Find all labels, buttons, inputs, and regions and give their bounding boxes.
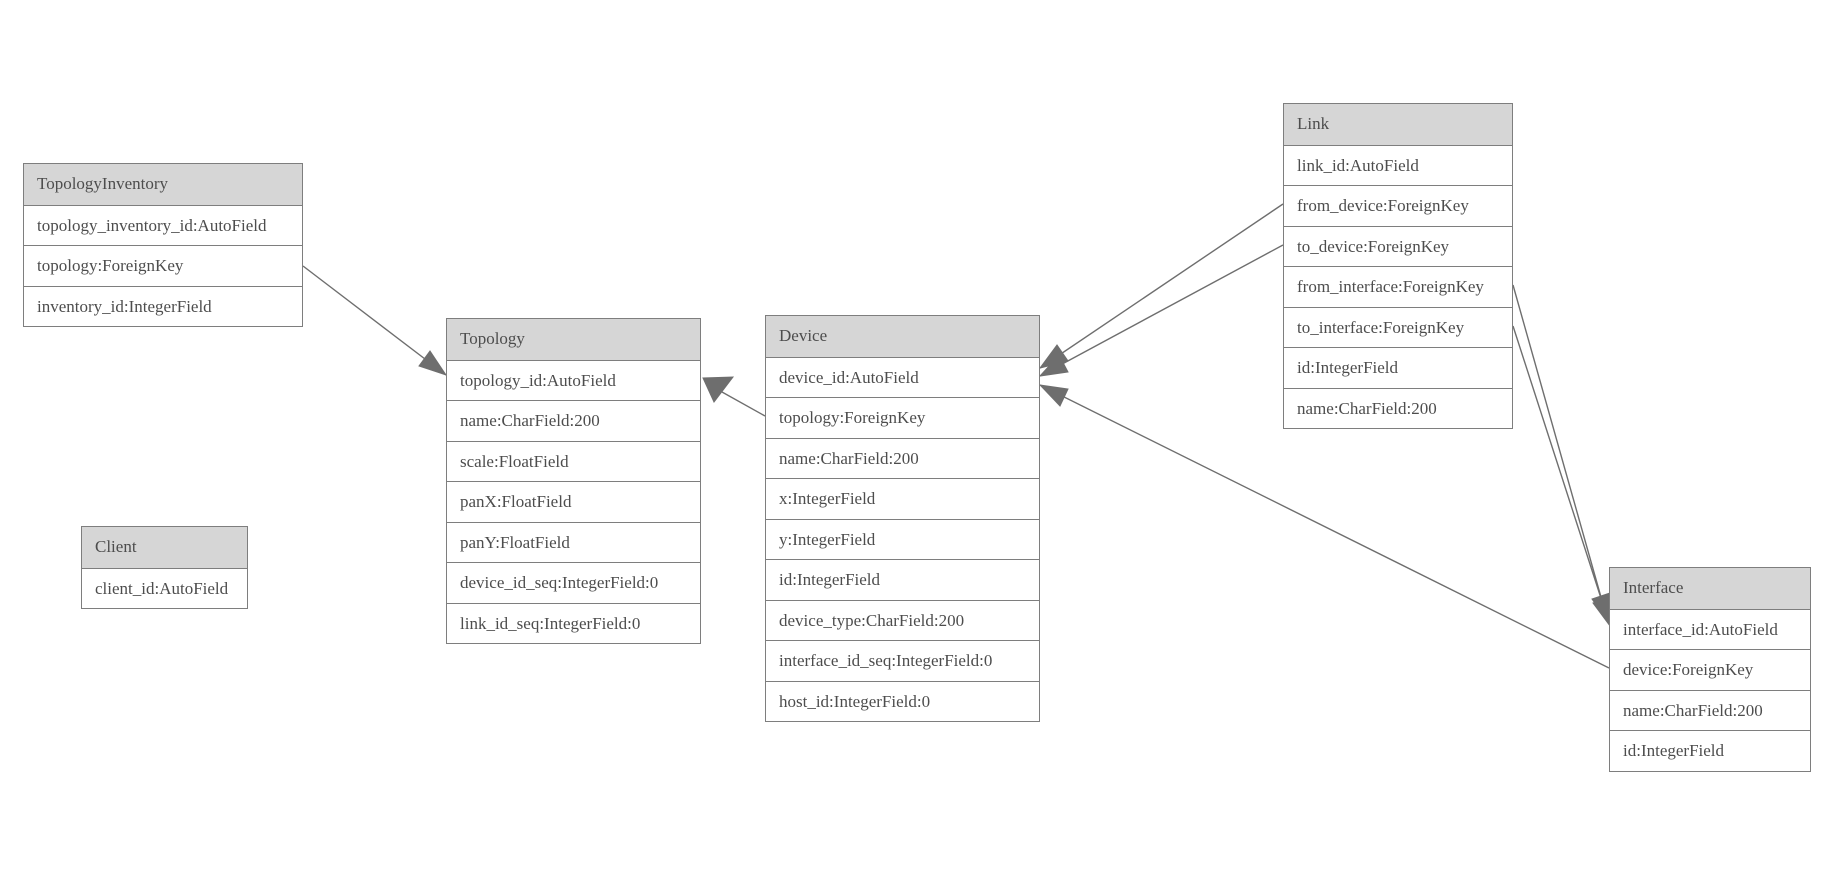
edge-arrowhead-device-topology (702, 376, 735, 403)
table-topology: Topology topology_id:AutoField name:Char… (446, 318, 701, 644)
table-header-topologyinventory: TopologyInventory (24, 164, 302, 205)
table-row: from_interface:ForeignKey (1284, 266, 1512, 307)
table-row: topology:ForeignKey (24, 245, 302, 286)
table-row: topology:ForeignKey (766, 397, 1039, 438)
table-row: scale:FloatField (447, 440, 700, 481)
table-row: interface_id:AutoField (1610, 608, 1810, 649)
table-link: Link link_id:AutoField from_device:Forei… (1283, 103, 1513, 429)
edge-link-todevice-device (1039, 244, 1284, 377)
edge-device-topology (721, 391, 766, 417)
table-interface: Interface interface_id:AutoField device:… (1609, 567, 1811, 772)
table-row: name:CharField:200 (766, 437, 1039, 478)
table-row: host_id:IntegerField:0 (766, 680, 1039, 721)
edge-topologyinventory-topology (302, 265, 447, 376)
table-row: id:IntegerField (766, 559, 1039, 600)
table-row: topology_inventory_id:AutoField (24, 204, 302, 245)
edge-link-frominterface-interface (1512, 284, 1609, 623)
table-row: id:IntegerField (1610, 730, 1810, 771)
table-row: name:CharField:200 (1284, 387, 1512, 428)
edge-arrowhead-topologyinventory-topology (418, 350, 448, 376)
table-row: topology_id:AutoField (447, 359, 700, 400)
table-row: device_type:CharField:200 (766, 599, 1039, 640)
table-row: to_interface:ForeignKey (1284, 306, 1512, 347)
table-header-interface: Interface (1610, 568, 1810, 609)
edge-arrowhead-link-todevice-device (1038, 354, 1069, 377)
table-row: id:IntegerField (1284, 347, 1512, 388)
edge-link-fromdevice-device (1039, 203, 1284, 369)
table-row: y:IntegerField (766, 518, 1039, 559)
table-row: panX:FloatField (447, 481, 700, 522)
table-row: device_id_seq:IntegerField:0 (447, 562, 700, 603)
table-device: Device device_id:AutoField topology:Fore… (765, 315, 1040, 722)
table-row: interface_id_seq:IntegerField:0 (766, 640, 1039, 681)
edge-arrowhead-interface-device (1038, 384, 1069, 407)
table-header-client: Client (82, 527, 247, 568)
table-row: device_id:AutoField (766, 356, 1039, 397)
table-client: Client client_id:AutoField (81, 526, 248, 609)
table-row: link_id:AutoField (1284, 144, 1512, 185)
table-row: x:IntegerField (766, 478, 1039, 519)
table-topologyinventory: TopologyInventory topology_inventory_id:… (23, 163, 303, 327)
table-row: name:CharField:200 (447, 400, 700, 441)
edge-link-tointerface-interface (1512, 325, 1611, 627)
table-row: client_id:AutoField (82, 567, 247, 608)
table-row: to_device:ForeignKey (1284, 225, 1512, 266)
table-row: link_id_seq:IntegerField:0 (447, 602, 700, 643)
table-row: device:ForeignKey (1610, 649, 1810, 690)
table-header-link: Link (1284, 104, 1512, 145)
table-header-topology: Topology (447, 319, 700, 360)
table-row: panY:FloatField (447, 521, 700, 562)
table-row: name:CharField:200 (1610, 689, 1810, 730)
table-row: inventory_id:IntegerField (24, 285, 302, 326)
edge-interface-device (1039, 384, 1610, 669)
table-header-device: Device (766, 316, 1039, 357)
table-row: from_device:ForeignKey (1284, 185, 1512, 226)
